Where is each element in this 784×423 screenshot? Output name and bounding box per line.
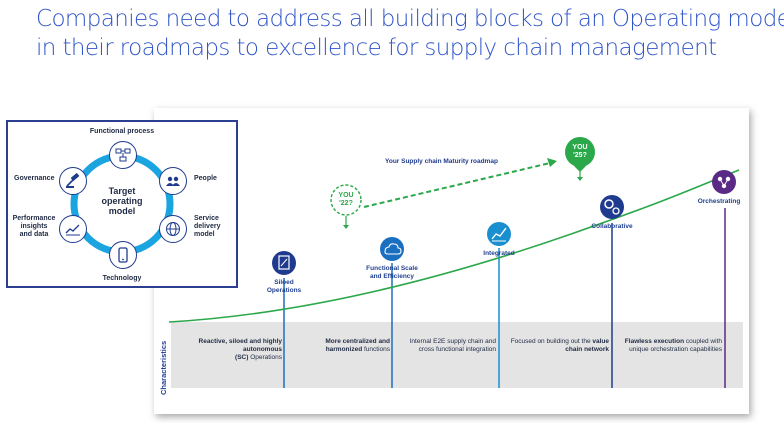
chart-icon [59,215,87,243]
roadmap-graphics: Characteristics [159,137,743,395]
tom-center-label: Target operating model [101,186,143,216]
page-title: Companies need to address all building b… [36,5,784,63]
characteristic-4: Focused on building out the value chain … [510,338,609,353]
stage-label-integrated: Integrated [483,250,515,257]
you-22-bubble [330,184,362,216]
title-line-2: in their roadmaps to excellence for supp… [36,35,717,61]
you-22-text: YOU'22? [338,192,354,207]
characteristics-band [171,322,743,388]
tom-label-performance: Performance insights and data [12,215,56,238]
people-icon [159,167,187,195]
flowchart-icon [109,141,137,169]
tom-label-functional-process: Functional process [89,128,155,135]
globe-icon [159,215,187,243]
characteristic-3: Internal E2E supply chain and cross func… [409,338,496,353]
growth-chart-icon [487,222,511,246]
phone-icon [109,241,137,269]
gavel-icon [59,167,87,195]
roadmap-panel: Characteristics Your Supply chain Maturi… [154,108,749,414]
title-line-1: Companies need to address all building b… [36,6,784,32]
roadmap-arrow-line [363,162,551,208]
target-operating-model: Target operating model Functional proces… [6,120,238,288]
stage-label-orchestrating: Orchestrating [697,198,741,205]
characteristic-2: More centralized and harmonized function… [325,338,390,353]
network-icon [712,170,736,194]
characteristic-5: Flawless execution coupled with unique o… [624,338,722,353]
tom-label-governance: Governance [14,175,55,182]
maturity-curve [168,169,740,323]
roadmap-arrowhead [547,158,557,167]
characteristics-heading: Characteristics [159,341,168,395]
tom-label-people: People [194,175,217,182]
characteristic-1: Reactive, siloed and highly autonomous (… [198,338,282,361]
stage-label-collaborative: Collaborative [591,223,633,230]
you-25-bubble [565,137,595,167]
roadmap-label: Your Supply chain Maturity roadmap [385,158,498,165]
tom-label-technology: Technology [102,275,142,282]
tom-label-service-delivery: Service delivery model [194,215,221,238]
you-25-text: YOU'25? [572,144,588,159]
cloud-icon [380,237,404,261]
